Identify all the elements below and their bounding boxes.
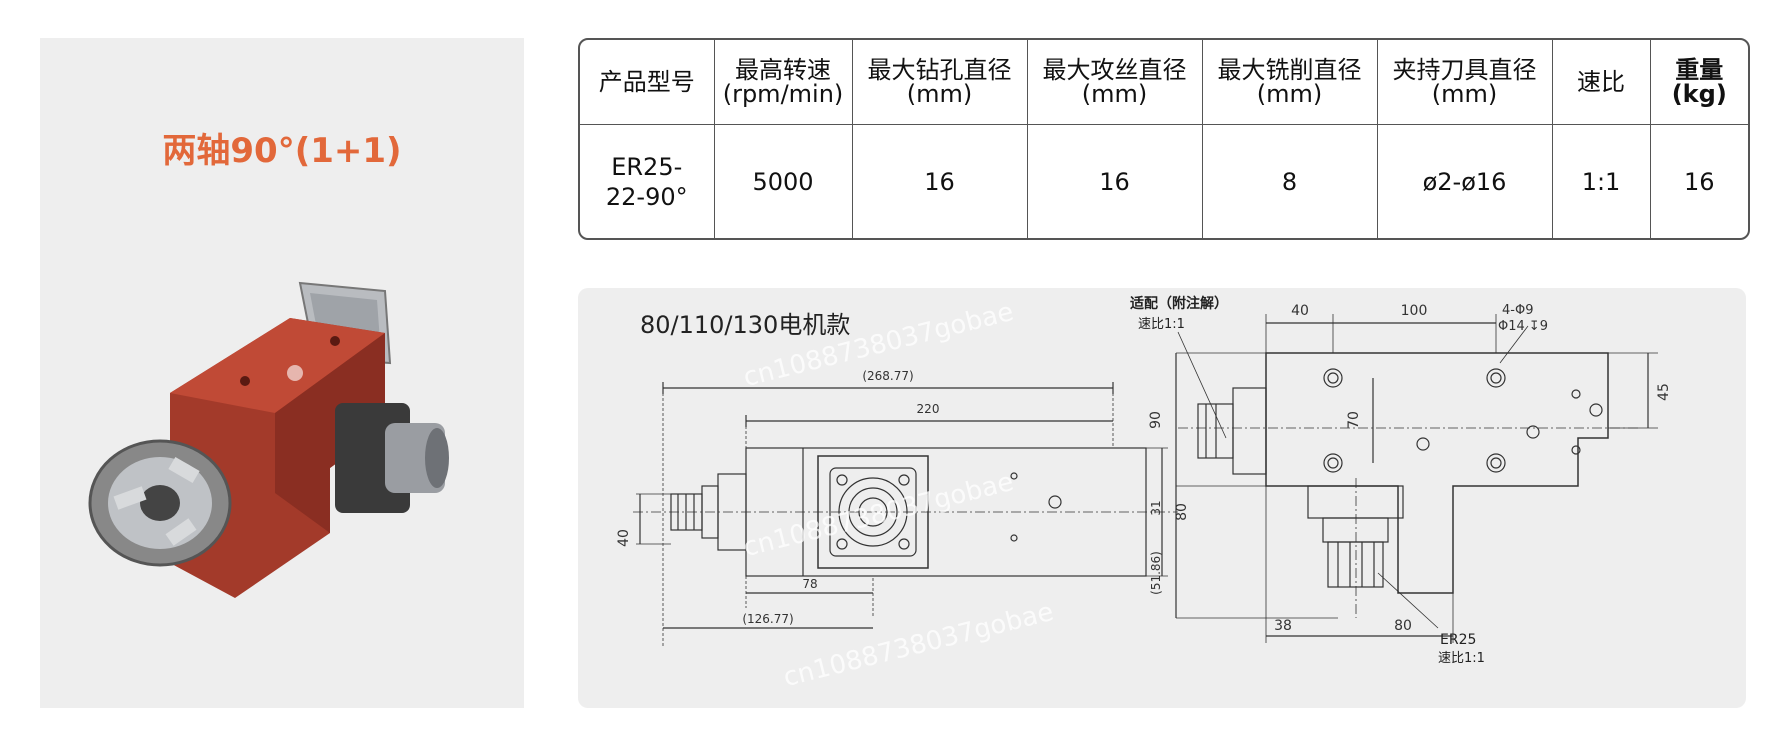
spec-header-row: 产品型号 最高转速(rpm/min) 最大钻孔直径(mm) 最大攻丝直径(mm)… [580,40,1748,125]
hole-note-2: Φ14 ↧9 [1498,319,1548,334]
dim-40-side: 40 [616,529,632,547]
header-max-drill: 最大钻孔直径(mm) [851,40,1027,125]
cell-weight: 16 [1649,124,1748,238]
header-max-tap: 最大攻丝直径(mm) [1026,40,1202,125]
cell-max-mill: 8 [1201,124,1377,238]
hole-note-1: 4-Φ9 [1502,303,1533,318]
dim-100: 100 [1401,303,1428,319]
header-model: 产品型号 [580,40,714,125]
cell-max-tap: 16 [1026,124,1202,238]
side-view: (268.77) 220 [616,369,1190,648]
header-clamp-dia: 夹持刀具直径(mm) [1376,40,1552,125]
top-view: 适配（附注解） 速比1:1 40 100 4-Φ9 Φ14 ↧9 [1130,295,1672,666]
cell-max-drill: 16 [851,124,1027,238]
drawing-subtitle: 80/110/130电机款 [640,311,850,339]
header-max-mill: 最大铣削直径(mm) [1201,40,1377,125]
product-photo [88,281,449,598]
dim-38: 38 [1274,618,1292,634]
dim-268-77: (268.77) [862,369,913,383]
dim-45: 45 [1656,383,1672,401]
header-ratio: 速比 [1551,40,1650,125]
dim-126-77: (126.77) [742,612,793,626]
dim-51-86: (51.86) [1149,551,1163,595]
dim-220: 220 [917,402,940,416]
header-max-speed: 最高转速(rpm/min) [713,40,852,125]
header-weight: 重量(kg) [1649,40,1748,125]
ratio-note-top: 速比1:1 [1138,317,1185,332]
spec-data-row: ER25-22-90° 5000 16 16 8 ø2-ø16 1:1 16 [580,124,1748,238]
dim-90: 90 [1148,411,1164,429]
ratio-note-bottom: 速比1:1 [1438,651,1485,666]
dim-31: 31 [1149,500,1163,515]
spec-table: 产品型号 最高转速(rpm/min) 最大钻孔直径(mm) 最大攻丝直径(mm)… [578,38,1750,240]
product-panel: 两轴90°(1+1) [40,38,524,708]
cell-model: ER25-22-90° [605,152,688,211]
drawing-panel: 80/110/130电机款 (268.77) 220 [578,288,1746,708]
dim-70: 70 [1346,411,1362,429]
dim-80-side: 80 [1174,503,1190,521]
cell-ratio: 1:1 [1551,124,1650,238]
adapter-note: 适配（附注解） [1130,295,1228,312]
dim-78: 78 [802,577,817,591]
product-title: 两轴90°(1+1) [162,131,402,171]
technical-drawing: 80/110/130电机款 (268.77) 220 [616,295,1672,666]
collet-label: ER25 [1440,632,1476,648]
cell-max-speed: 5000 [713,124,852,238]
cell-clamp-dia: ø2-ø16 [1376,124,1552,238]
dim-80-top: 80 [1394,618,1412,634]
dim-40-top: 40 [1291,303,1309,319]
